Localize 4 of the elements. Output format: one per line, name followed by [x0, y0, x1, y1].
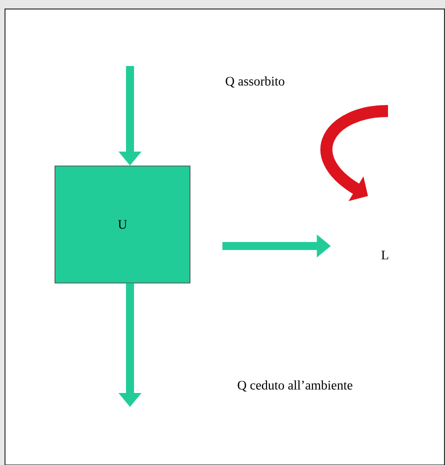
flow-label: Q ceduto all’ambiente: [238, 380, 352, 392]
process-box: U: [54, 166, 190, 284]
flow-label: Q assorbito: [226, 76, 284, 88]
node-label: L: [381, 250, 388, 260]
